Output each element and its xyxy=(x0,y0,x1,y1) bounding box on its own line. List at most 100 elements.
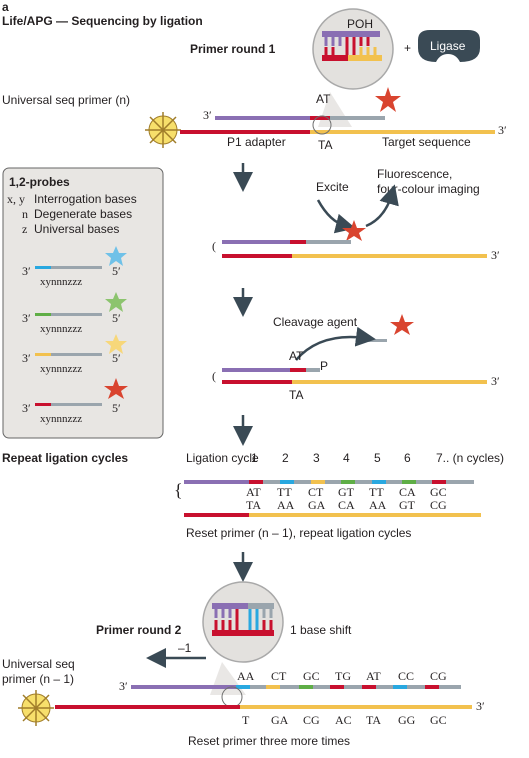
svg-text:CA: CA xyxy=(399,485,416,499)
universal-seq-primer-label: Universal seq primer (n) xyxy=(2,93,130,107)
svg-text:1: 1 xyxy=(251,451,258,465)
p-label: P xyxy=(320,359,328,373)
svg-text:xynnnzzz: xynnnzzz xyxy=(40,363,82,375)
primer-round-1-label: Primer round 1 xyxy=(190,42,276,56)
svg-text:3′: 3′ xyxy=(22,311,31,325)
target-sequence-label: Target sequence xyxy=(382,135,471,149)
probe-red: 3′ xynnnzzz 5′ xyxy=(22,378,128,425)
ligated-probes xyxy=(249,480,474,484)
legend-sym-0: x, y xyxy=(7,192,25,206)
ta-label-1: TA xyxy=(318,138,332,152)
svg-text:GC: GC xyxy=(303,669,320,683)
svg-text:GA: GA xyxy=(308,498,326,512)
svg-text:CT: CT xyxy=(308,485,324,499)
minus-one-label: –1 xyxy=(178,641,192,655)
probe-green: 3′ xynnnzzz 5′ xyxy=(22,292,127,335)
cleaved-fragment xyxy=(367,339,387,342)
probe-color-marks xyxy=(249,480,446,484)
three-prime-1: 3′ xyxy=(203,108,212,122)
primer-round-2-label: Primer round 2 xyxy=(96,623,182,637)
probes-title: 1,2-probes xyxy=(9,175,70,189)
fluorescence-label: Fluorescence, xyxy=(377,167,452,181)
zoom-probes-1 xyxy=(322,31,382,61)
legend-desc-1: Degenerate bases xyxy=(34,207,132,221)
zoom-circle-2 xyxy=(202,581,284,663)
zoom-probes-2 xyxy=(212,603,274,636)
ligase-label: Ligase xyxy=(430,39,466,53)
svg-text:CG: CG xyxy=(430,669,447,683)
svg-text:AT: AT xyxy=(366,669,381,683)
svg-text:5′: 5′ xyxy=(112,351,121,365)
primer-strand-4 xyxy=(184,480,249,484)
svg-text:TG: TG xyxy=(335,669,351,683)
star-red-2 xyxy=(342,220,366,241)
primer-n-minus-1-label: primer (n – 1) xyxy=(2,672,74,686)
svg-text:3′: 3′ xyxy=(22,401,31,415)
svg-text:AA: AA xyxy=(237,669,255,683)
target-strand-1 xyxy=(310,130,495,134)
svg-text:GT: GT xyxy=(338,485,355,499)
cleavage-agent-label: Cleavage agent xyxy=(273,315,358,329)
bead-2 xyxy=(18,690,54,726)
probe-yellow: 3′ xynnnzzz 5′ xyxy=(22,334,127,375)
svg-text:xynnnzzz: xynnnzzz xyxy=(40,276,82,288)
primer-strand-2 xyxy=(222,240,290,244)
cycle-numbers: 1 2 3 4 5 6 7.. (n cycles) xyxy=(251,451,504,465)
three-prime-3: 3′ xyxy=(491,374,500,388)
svg-text:GG: GG xyxy=(398,713,416,727)
svg-text:CA: CA xyxy=(338,498,355,512)
svg-text:TT: TT xyxy=(277,485,292,499)
bead-1 xyxy=(145,112,181,148)
svg-text:T: T xyxy=(242,713,250,727)
svg-text:{: { xyxy=(174,480,183,500)
svg-text:(: ( xyxy=(212,369,216,383)
svg-text:GA: GA xyxy=(271,713,289,727)
page-title: Life/APG — Sequencing by ligation xyxy=(2,14,203,28)
poh-label: POH xyxy=(347,17,373,31)
svg-text:3′: 3′ xyxy=(22,351,31,365)
svg-text:GC: GC xyxy=(430,713,447,727)
probe-strand-1 xyxy=(330,116,385,120)
five-prime-1: 3′ xyxy=(498,123,507,137)
svg-text:2: 2 xyxy=(282,451,289,465)
three-prime-2: 3′ xyxy=(491,248,500,262)
ligation-cycle-label: Ligation cycle xyxy=(186,451,259,465)
svg-text:CC: CC xyxy=(398,669,414,683)
highlight-circle-1 xyxy=(312,115,332,135)
one-base-shift-label: 1 base shift xyxy=(290,623,352,637)
at-label-1: AT xyxy=(316,92,331,106)
emission-arrow xyxy=(365,184,399,228)
target-strand-2 xyxy=(292,254,487,258)
svg-text:TA: TA xyxy=(366,713,381,727)
excite-label: Excite xyxy=(316,180,349,194)
svg-text:5′: 5′ xyxy=(112,311,121,325)
svg-text:5′: 5′ xyxy=(112,264,121,278)
ta-label-2: TA xyxy=(289,388,303,402)
svg-text:4: 4 xyxy=(343,451,350,465)
svg-text:AT: AT xyxy=(246,485,261,499)
repeat-ligation-label: Repeat ligation cycles xyxy=(2,451,128,465)
svg-text:AA: AA xyxy=(277,498,295,512)
primer-strand-5 xyxy=(131,685,236,689)
adapter-strand-2 xyxy=(55,705,240,709)
round2-bottom-pairs: T GA CG AC TA GG GC xyxy=(242,713,447,727)
star-red-1 xyxy=(375,87,401,112)
reset-primer-n1-label: Reset primer (n – 1), repeat ligation cy… xyxy=(186,526,411,540)
svg-text:5: 5 xyxy=(374,451,381,465)
at-label-2: AT xyxy=(289,349,304,363)
probe-blue: 3′ xynnnzzz 5′ xyxy=(22,246,127,288)
ligase-icon xyxy=(418,30,480,62)
svg-text:AC: AC xyxy=(335,713,352,727)
svg-text:TA: TA xyxy=(246,498,261,512)
svg-text:xynnnzzz: xynnnzzz xyxy=(40,413,82,425)
plus-sign: + xyxy=(404,41,411,55)
primer-strand-1 xyxy=(215,116,310,120)
svg-text:AA: AA xyxy=(369,498,387,512)
cleavage-arrow xyxy=(295,326,376,361)
legend-sym-2: z xyxy=(22,222,27,236)
excite-arrow xyxy=(316,199,356,234)
svg-text:GT: GT xyxy=(399,498,416,512)
ligated-probes-2 xyxy=(236,685,461,689)
